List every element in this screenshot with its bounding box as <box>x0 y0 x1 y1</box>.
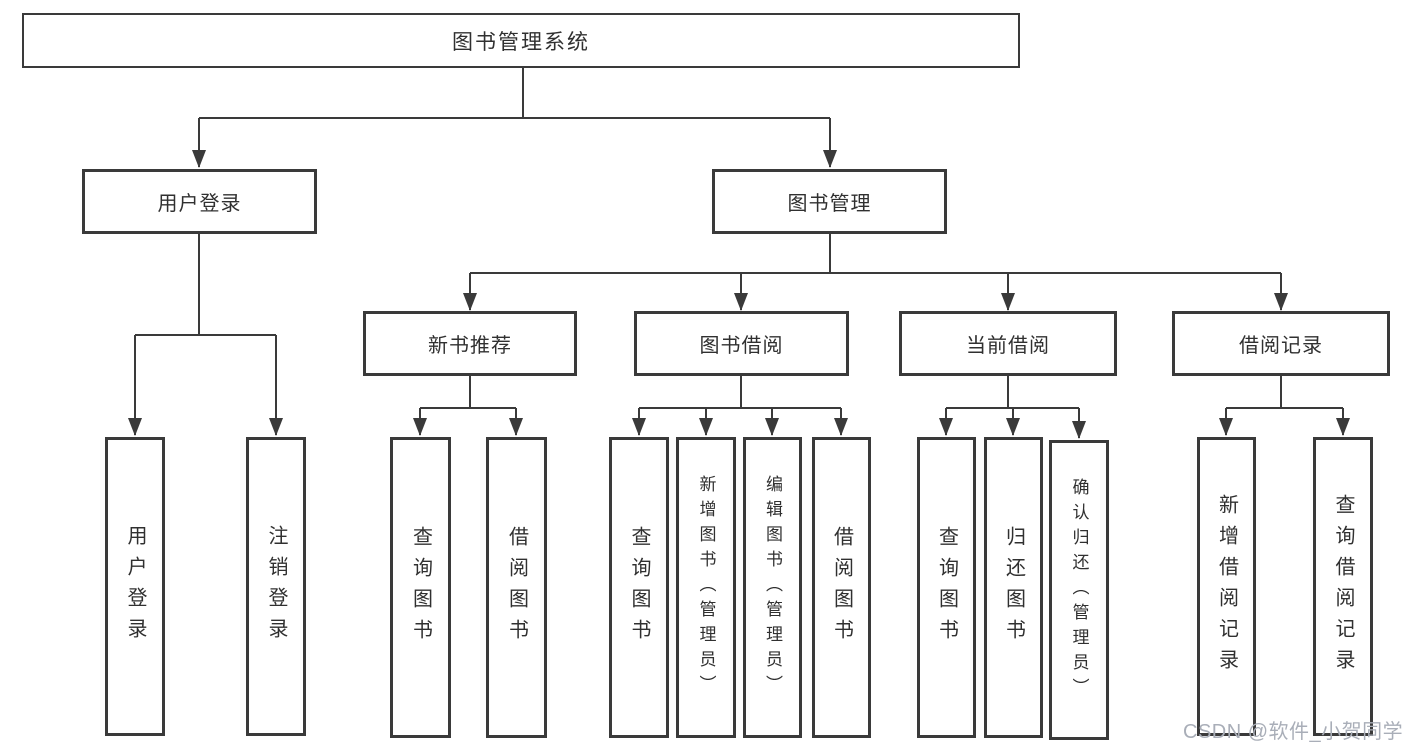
node-label: 查询借阅记录 <box>1332 493 1354 680</box>
node-label: 新增图书（管理员） <box>696 475 716 700</box>
leaf-user-login: 用户登录 <box>105 437 165 736</box>
leaf-add-books-admin: 新增图书（管理员） <box>676 437 736 738</box>
node-label: 编辑图书（管理员） <box>763 475 782 700</box>
node-label: 图书借阅 <box>699 335 784 357</box>
node-label: 图书管理系统 <box>452 30 590 54</box>
leaf-edit-books-admin: 编辑图书（管理员） <box>743 437 802 738</box>
node-current-borrowing: 当前借阅 <box>899 311 1117 376</box>
node-new-book-recommendation: 新书推荐 <box>363 311 577 376</box>
node-label: 新增借阅记录 <box>1215 493 1238 680</box>
node-label: 注销登录 <box>265 524 287 649</box>
leaf-query-borrow-record: 查询借阅记录 <box>1313 437 1373 736</box>
node-label: 借阅图书 <box>505 525 528 650</box>
node-root-system: 图书管理系统 <box>22 13 1020 68</box>
node-book-management: 图书管理 <box>712 169 947 234</box>
leaf-logout: 注销登录 <box>246 437 306 736</box>
node-borrowing-records: 借阅记录 <box>1172 311 1390 376</box>
node-label: 用户登录 <box>157 193 242 215</box>
node-label: 借阅记录 <box>1239 335 1323 357</box>
leaf-confirm-return-admin: 确认归还（管理员） <box>1049 440 1109 740</box>
node-book-borrowing: 图书借阅 <box>634 311 849 376</box>
node-label: 查询图书 <box>409 525 432 650</box>
node-label: 当前借阅 <box>966 335 1050 357</box>
node-label: 查询图书 <box>628 525 650 650</box>
leaf-borrow-books: 借阅图书 <box>812 437 871 738</box>
leaf-query-books-current: 查询图书 <box>917 437 976 738</box>
node-label: 新书推荐 <box>428 335 512 357</box>
node-label: 图书管理 <box>787 193 872 215</box>
leaf-borrow-books-recommend: 借阅图书 <box>486 437 547 738</box>
node-label: 用户登录 <box>124 524 146 649</box>
node-label: 归还图书 <box>1002 525 1025 650</box>
leaf-add-borrow-record: 新增借阅记录 <box>1197 437 1256 736</box>
node-user-login: 用户登录 <box>82 169 317 234</box>
leaf-query-books-recommend: 查询图书 <box>390 437 451 738</box>
leaf-query-books-borrowing: 查询图书 <box>609 437 669 738</box>
csdn-watermark: CSDN @软件_小贺同学 <box>1183 721 1404 743</box>
node-label: 查询图书 <box>935 525 958 650</box>
node-label: 确认归还（管理员） <box>1069 477 1089 703</box>
leaf-return-books: 归还图书 <box>984 437 1043 738</box>
node-label: 借阅图书 <box>830 525 853 650</box>
